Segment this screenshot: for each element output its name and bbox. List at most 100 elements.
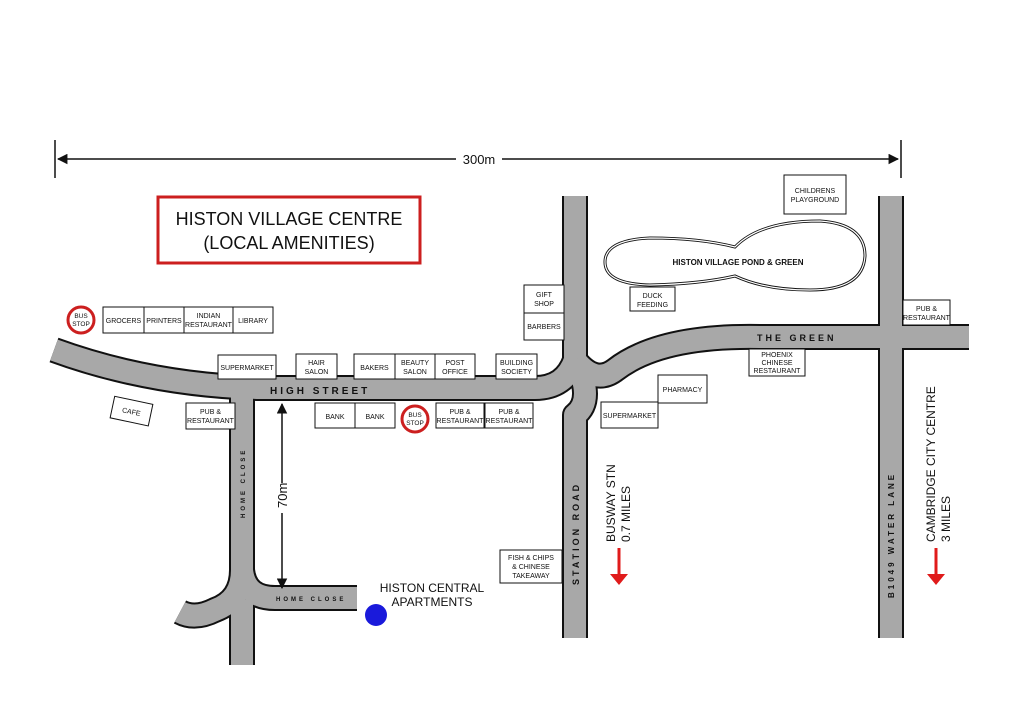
amenity-indian-restaurant-line2: RESTAURANT <box>185 322 233 329</box>
amenity-gift-shop: GIFT SHOP <box>523 284 565 314</box>
amenity-cafe: CAFE <box>109 395 154 427</box>
road-network <box>49 196 969 665</box>
amenity-phoenix-line2: CHINESE <box>761 360 792 367</box>
bus-stop-west: BUS STOP <box>66 305 96 335</box>
amenity-fish-chips-line2: & CHINESE <box>512 564 550 571</box>
location-pin-icon <box>365 604 387 626</box>
amenity-pub-restaurant-home-close-line1: PUB & <box>200 409 221 416</box>
amenity-hair-salon: HAIR SALON <box>295 353 338 380</box>
amenity-supermarket-station-road-label: SUPERMARKET <box>603 413 657 420</box>
amenity-post-office-line1: POST <box>445 360 465 367</box>
amenity-pub-restaurant-water-lane: PUB & RESTAURANT <box>902 299 951 326</box>
amenity-building-society-line2: SOCIETY <box>501 369 532 376</box>
amenity-bank-2-label: BANK <box>365 414 384 421</box>
amenity-indian-restaurant: INDIAN RESTAURANT <box>183 306 234 334</box>
location-label-line1: HISTON CENTRAL <box>380 581 485 595</box>
amenity-beauty-salon-line1: BEAUTY <box>401 360 429 367</box>
bus-stop-high-street-line2: STOP <box>406 420 424 427</box>
amenity-fish-chips-line3: TAKEAWAY <box>512 573 550 580</box>
vertical-scale-bar: 70m <box>275 402 290 590</box>
amenity-printers-label: PRINTERS <box>146 318 182 325</box>
amenity-post-office-line2: OFFICE <box>442 369 468 376</box>
road-label-high-street: HIGH STREET <box>270 386 370 397</box>
amenity-hair-salon-line2: SALON <box>305 369 329 376</box>
road-label-station-road: STATION ROAD <box>571 482 581 585</box>
village-pond: HISTON VILLAGE POND & GREEN <box>603 219 867 292</box>
title-line-2: (LOCAL AMENITIES) <box>203 233 374 253</box>
amenity-pub-restaurant-1-line1: PUB & <box>449 409 470 416</box>
title-line-1: HISTON VILLAGE CENTRE <box>176 209 403 229</box>
amenity-supermarket-high-street: SUPERMARKET <box>217 354 277 380</box>
amenity-grocers: GROCERS <box>102 306 145 334</box>
location-label-line2: APARTMENTS <box>392 595 473 609</box>
amenity-printers: PRINTERS <box>143 306 185 334</box>
amenity-duck-feeding: DUCK FEEDING <box>629 286 676 312</box>
amenity-pub-restaurant-home-close-line2: RESTAURANT <box>187 418 235 425</box>
direction-busway-line2: 0.7 MILES <box>619 486 633 542</box>
amenity-pub-restaurant-water-lane-line2: RESTAURANT <box>903 315 951 322</box>
road-label-home-close-horizontal: HOME CLOSE <box>276 597 346 603</box>
amenity-pharmacy-label: PHARMACY <box>663 387 703 394</box>
amenity-pub-restaurant-2-line1: PUB & <box>498 409 519 416</box>
amenity-beauty-salon-line2: SALON <box>403 369 427 376</box>
road-label-home-close-vertical: HOME CLOSE <box>241 448 247 518</box>
amenity-childrens-playground-line1: CHILDRENS <box>795 188 836 195</box>
amenity-barbers-label: BARBERS <box>527 324 561 331</box>
amenity-phoenix-line1: PHOENIX <box>761 352 793 359</box>
amenity-pub-restaurant-home-close: PUB & RESTAURANT <box>185 402 236 430</box>
horizontal-scale-label: 300m <box>463 152 496 167</box>
amenity-pharmacy: PHARMACY <box>657 374 708 404</box>
amenity-bank-1: BANK <box>314 402 356 429</box>
amenity-duck-feeding-line1: DUCK <box>643 293 663 300</box>
amenity-hair-salon-line1: HAIR <box>308 360 325 367</box>
red-down-arrow-icon <box>610 548 628 585</box>
map-title: HISTON VILLAGE CENTRE (LOCAL AMENITIES) <box>156 195 422 265</box>
bus-stop-west-line1: BUS <box>74 313 88 320</box>
amenity-post-office: POST OFFICE <box>434 353 476 380</box>
road-label-water-lane: B1049 WATER LANE <box>887 472 896 598</box>
bus-stop-icon <box>66 305 96 335</box>
road-label-the-green: THE GREEN <box>757 333 837 343</box>
direction-cambridge: CAMBRIDGE CITY CENTRE 3 MILES <box>924 386 953 585</box>
direction-busway: BUSWAY STN 0.7 MILES <box>604 464 633 585</box>
red-down-arrow-icon <box>927 548 945 585</box>
amenity-gift-shop-line1: GIFT <box>536 292 553 299</box>
amenity-building-society-line1: BUILDING <box>500 360 533 367</box>
amenity-gift-shop-line2: SHOP <box>534 301 554 308</box>
pond-label: HISTON VILLAGE POND & GREEN <box>673 258 804 267</box>
amenity-childrens-playground: CHILDRENS PLAYGROUND <box>783 174 847 215</box>
amenity-fish-chips-line1: FISH & CHIPS <box>508 555 554 562</box>
amenity-supermarket-high-street-label: SUPERMARKET <box>220 365 274 372</box>
amenity-pub-restaurant-2: PUB & RESTAURANT <box>484 402 534 429</box>
amenity-grocers-label: GROCERS <box>106 318 142 325</box>
amenity-library: LIBRARY <box>232 306 274 334</box>
amenity-pub-restaurant-1: PUB & RESTAURANT <box>435 402 485 429</box>
amenity-pub-restaurant-2-line2: RESTAURANT <box>486 418 534 425</box>
title-frame <box>156 195 422 265</box>
direction-cambridge-line2: 3 MILES <box>939 496 953 542</box>
amenity-beauty-salon: BEAUTY SALON <box>394 353 436 380</box>
amenity-phoenix-line3: RESTAURANT <box>754 368 802 375</box>
amenity-bank-1-label: BANK <box>325 414 344 421</box>
bus-stop-icon <box>400 404 430 434</box>
amenity-supermarket-station-road: SUPERMARKET <box>600 401 659 429</box>
amenity-library-label: LIBRARY <box>238 318 268 325</box>
amenity-bakers: BAKERS <box>353 353 396 380</box>
amenity-barbers: BARBERS <box>523 312 565 341</box>
bus-stop-high-street-line1: BUS <box>408 412 422 419</box>
horizontal-scale-bar: 300m <box>54 140 902 178</box>
location-histon-central-apartments: HISTON CENTRAL APARTMENTS <box>365 581 485 626</box>
amenity-childrens-playground-line2: PLAYGROUND <box>791 197 840 204</box>
amenity-bakers-label: BAKERS <box>360 365 389 372</box>
amenity-fish-chips: FISH & CHIPS & CHINESE TAKEAWAY <box>499 549 563 584</box>
amenity-pub-restaurant-1-line2: RESTAURANT <box>437 418 485 425</box>
vertical-scale-label: 70m <box>275 483 290 508</box>
direction-cambridge-line1: CAMBRIDGE CITY CENTRE <box>924 386 938 542</box>
direction-busway-line1: BUSWAY STN <box>604 464 618 542</box>
amenity-pub-restaurant-water-lane-line1: PUB & <box>916 306 937 313</box>
amenity-cafe-label: CAFE <box>121 407 141 418</box>
bus-stop-west-line2: STOP <box>72 321 90 328</box>
amenity-indian-restaurant-line1: INDIAN <box>197 313 221 320</box>
amenity-phoenix-chinese-restaurant: PHOENIX CHINESE RESTAURANT <box>748 348 806 377</box>
